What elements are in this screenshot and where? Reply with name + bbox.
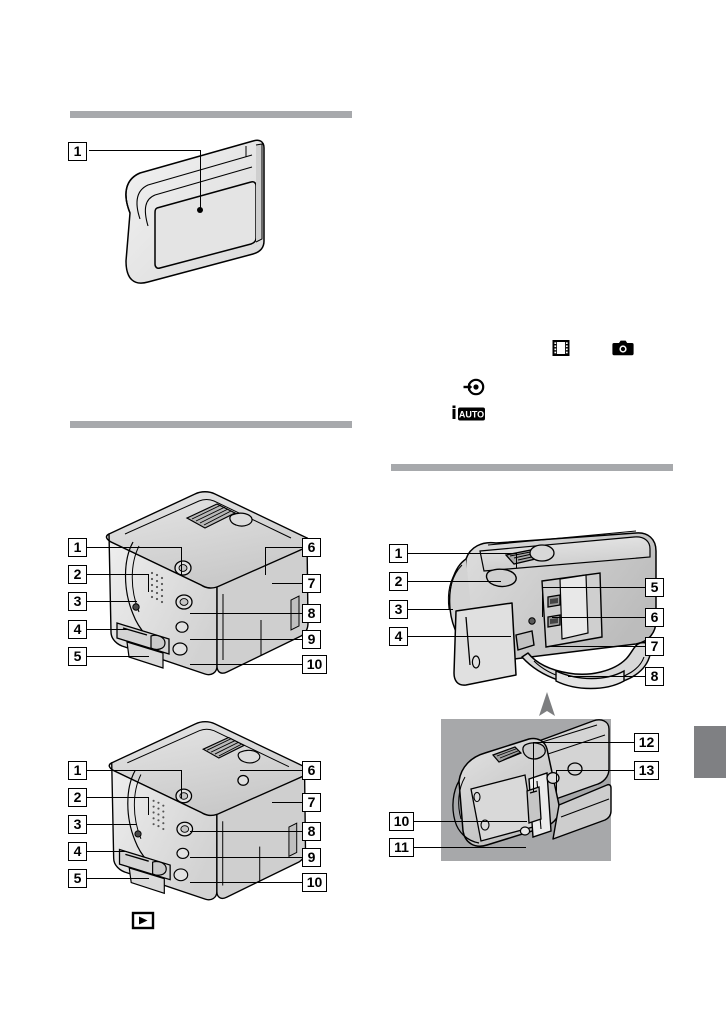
callout-rear-5: 5 <box>645 578 664 597</box>
leader-side-3 <box>87 601 137 603</box>
leader-side-1 <box>87 547 182 549</box>
callout-side-alt-2: 2 <box>68 788 87 807</box>
leader-rear-5 <box>542 587 645 589</box>
callout-side-9: 9 <box>302 630 321 649</box>
callout-side-alt-7: 7 <box>302 793 321 812</box>
leader-line-lcd-1-vertical <box>200 150 202 210</box>
leader-side-10 <box>190 664 303 666</box>
leader-side-alt-7 <box>272 802 303 804</box>
figure-camcorder-side-view-alt <box>95 720 325 901</box>
leader-rear-2 <box>408 581 501 583</box>
callout-side-4: 4 <box>68 620 87 639</box>
callout-side-8: 8 <box>302 604 321 623</box>
callout-rear-4: 4 <box>389 627 408 646</box>
leader-side-4 <box>87 629 127 631</box>
leader-side-1-v <box>181 547 183 575</box>
leader-bottom-11 <box>414 847 526 849</box>
callout-rear-7: 7 <box>645 637 664 656</box>
callout-side-alt-1: 1 <box>68 761 87 780</box>
callout-rear-3: 3 <box>389 600 408 619</box>
leader-side-alt-2-v <box>148 797 150 815</box>
leader-rear-5-v <box>542 587 544 617</box>
callout-side-10: 10 <box>302 655 327 674</box>
leader-side-alt-1-v <box>181 770 183 798</box>
callout-side-7: 7 <box>302 574 321 593</box>
leader-rear-6 <box>552 617 645 619</box>
callout-side-alt-8: 8 <box>302 822 321 841</box>
direction-arrow-icon <box>536 692 558 722</box>
leader-side-alt-8 <box>190 831 303 833</box>
svg-text:AUTO: AUTO <box>459 410 484 420</box>
leader-side-alt-9 <box>190 857 303 859</box>
movie-mode-icon <box>551 338 571 358</box>
callout-side-2: 2 <box>68 565 87 584</box>
leader-rear-1-v <box>516 553 518 568</box>
callout-side-alt-3: 3 <box>68 815 87 834</box>
leader-side-2-v <box>148 574 150 592</box>
callout-bottom-13: 13 <box>634 761 659 780</box>
callout-rear-8: 8 <box>645 667 664 686</box>
leader-side-6 <box>265 547 303 549</box>
power-standby-icon <box>463 377 485 397</box>
callout-side-5: 5 <box>68 647 87 666</box>
callout-side-alt-10: 10 <box>302 873 327 892</box>
page-edge-index-tab <box>694 726 726 778</box>
figure-camcorder-rear-view <box>410 525 660 695</box>
callout-side-alt-9: 9 <box>302 848 321 867</box>
callout-rear-2: 2 <box>389 572 408 591</box>
leader-side-alt-10 <box>190 882 303 884</box>
section-divider-body-side <box>70 421 352 428</box>
leader-rear-7 <box>548 646 645 648</box>
leader-bottom-13-v <box>556 770 558 792</box>
callout-bottom-10: 10 <box>389 812 414 831</box>
callout-side-alt-6: 6 <box>302 761 321 780</box>
callout-side-alt-5: 5 <box>68 869 87 888</box>
callout-side-6: 6 <box>302 538 321 557</box>
figure-lcd-screen <box>60 135 360 295</box>
leader-line-lcd-1 <box>89 150 201 152</box>
leader-side-7 <box>272 583 303 585</box>
leader-side-8 <box>190 613 303 615</box>
leader-rear-1 <box>408 553 517 555</box>
leader-side-alt-1 <box>87 770 182 772</box>
leader-side-alt-2 <box>87 797 149 799</box>
callout-rear-6: 6 <box>645 608 664 627</box>
leader-side-alt-6 <box>240 770 303 772</box>
callout-side-3: 3 <box>68 592 87 611</box>
leader-rear-3 <box>408 609 453 611</box>
photo-mode-icon <box>612 340 634 358</box>
leader-bottom-13 <box>556 770 634 772</box>
section-divider-lcd <box>70 111 352 118</box>
figure-camcorder-bottom-detail <box>441 719 612 861</box>
leader-rear-8 <box>568 676 645 678</box>
leader-side-9 <box>190 639 303 641</box>
callout-bottom-11: 11 <box>389 838 414 857</box>
leader-side-alt-4 <box>87 851 127 853</box>
leader-side-6-v <box>265 547 267 575</box>
callout-side-1: 1 <box>68 538 87 557</box>
callout-side-alt-4: 4 <box>68 842 87 861</box>
callout-lcd-1: 1 <box>68 142 87 161</box>
callout-bottom-12: 12 <box>634 733 659 752</box>
leader-side-5 <box>87 656 149 658</box>
section-divider-body-rear <box>391 464 673 471</box>
leader-bottom-10 <box>414 821 527 823</box>
leader-side-alt-5 <box>87 878 149 880</box>
leader-dot-lcd-1 <box>197 207 203 213</box>
leader-bottom-12-v <box>533 742 535 792</box>
leader-side-alt-3 <box>87 824 137 826</box>
leader-side-2 <box>87 574 149 576</box>
intelligent-auto-icon: AUTO <box>452 405 486 423</box>
leader-rear-4 <box>408 636 511 638</box>
leader-bottom-12 <box>533 742 634 744</box>
view-images-icon <box>131 911 155 930</box>
callout-rear-1: 1 <box>389 544 408 563</box>
